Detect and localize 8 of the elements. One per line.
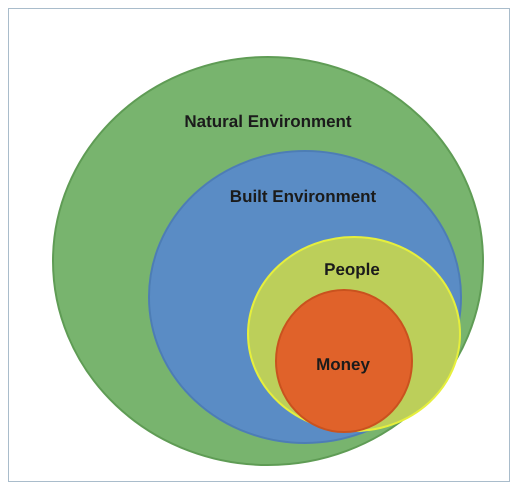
circle-label: Money bbox=[316, 355, 370, 375]
circle-region bbox=[275, 289, 413, 433]
circle-label: Natural Environment bbox=[184, 112, 352, 132]
circle-region bbox=[148, 150, 462, 444]
circle-label: People bbox=[324, 260, 380, 280]
circle-region bbox=[247, 236, 461, 432]
circle-region bbox=[52, 56, 484, 466]
circle-label: Built Environment bbox=[230, 187, 376, 207]
